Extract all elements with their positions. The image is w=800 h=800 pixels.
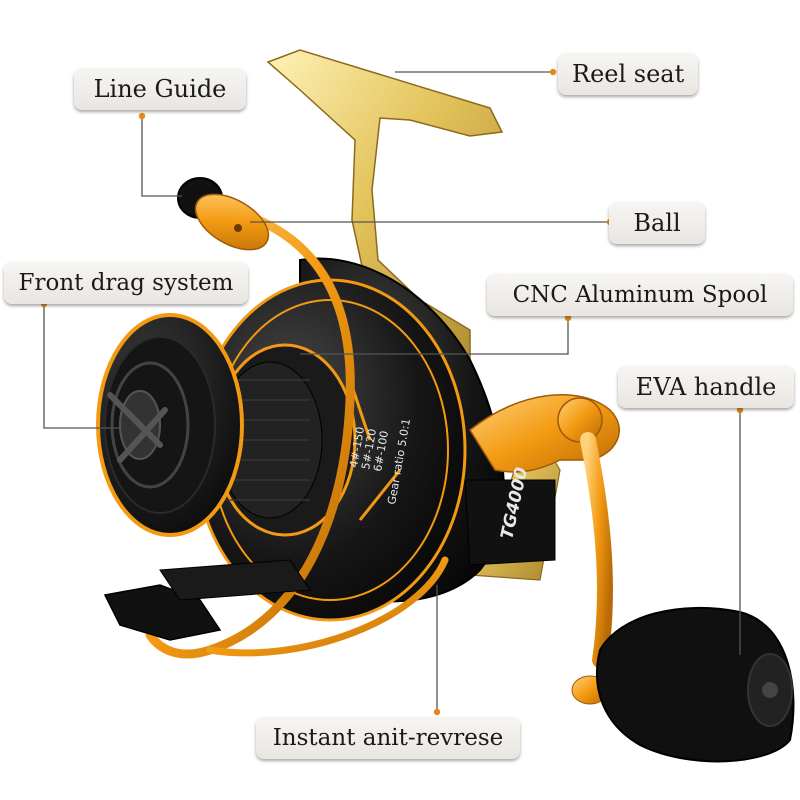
label-reel-seat: Reel seat bbox=[558, 53, 698, 95]
label-eva-handle: EVA handle bbox=[618, 366, 794, 408]
spool bbox=[213, 343, 357, 537]
eva-handle-knob bbox=[595, 606, 795, 763]
bail-arm bbox=[145, 200, 449, 659]
front-drag-knob bbox=[96, 313, 244, 537]
label-ball: Ball bbox=[609, 202, 705, 244]
label-front-drag-system: Front drag system bbox=[4, 262, 248, 304]
line-roller bbox=[177, 177, 270, 251]
label-instant-anti-reverse: Instant anit-revrese bbox=[256, 717, 520, 759]
bail-foot bbox=[103, 559, 311, 641]
leader-lines bbox=[43, 71, 741, 713]
label-line-guide: Line Guide bbox=[74, 68, 246, 110]
handle-arm bbox=[469, 394, 620, 705]
label-cnc-aluminum-spool: CNC Aluminum Spool bbox=[487, 274, 793, 316]
